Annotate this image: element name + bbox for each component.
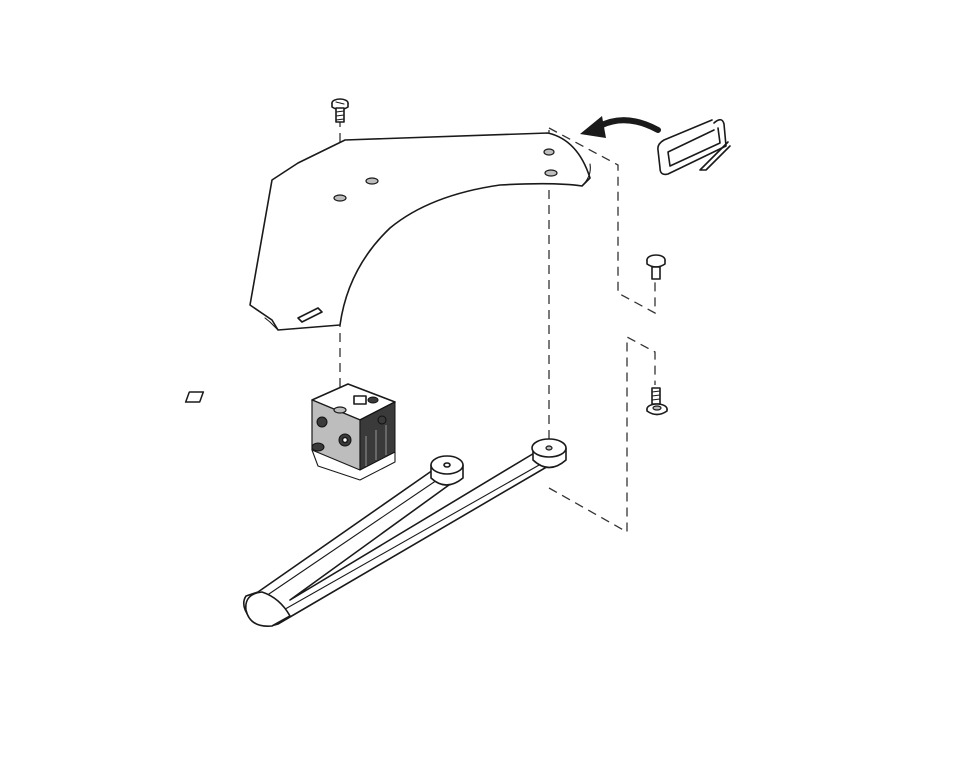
plate-slot: [297, 307, 323, 323]
plate-hole: [365, 177, 379, 185]
spring-clip-icon: [657, 118, 731, 176]
screw-icon: [331, 98, 349, 123]
mounting-bracket-plate: [249, 132, 591, 331]
plate-hole: [543, 148, 555, 156]
arm-icon: [242, 438, 567, 627]
short-pin-icon: [646, 254, 666, 280]
guide-short-pin: [548, 127, 656, 315]
curved-arrow-icon: [580, 116, 661, 138]
plate-hole: [333, 194, 347, 202]
clamp-block-icon: [184, 383, 396, 481]
guide-long-pin: [548, 335, 656, 534]
plate-hole: [544, 169, 558, 177]
long-pin-icon: [646, 387, 668, 416]
